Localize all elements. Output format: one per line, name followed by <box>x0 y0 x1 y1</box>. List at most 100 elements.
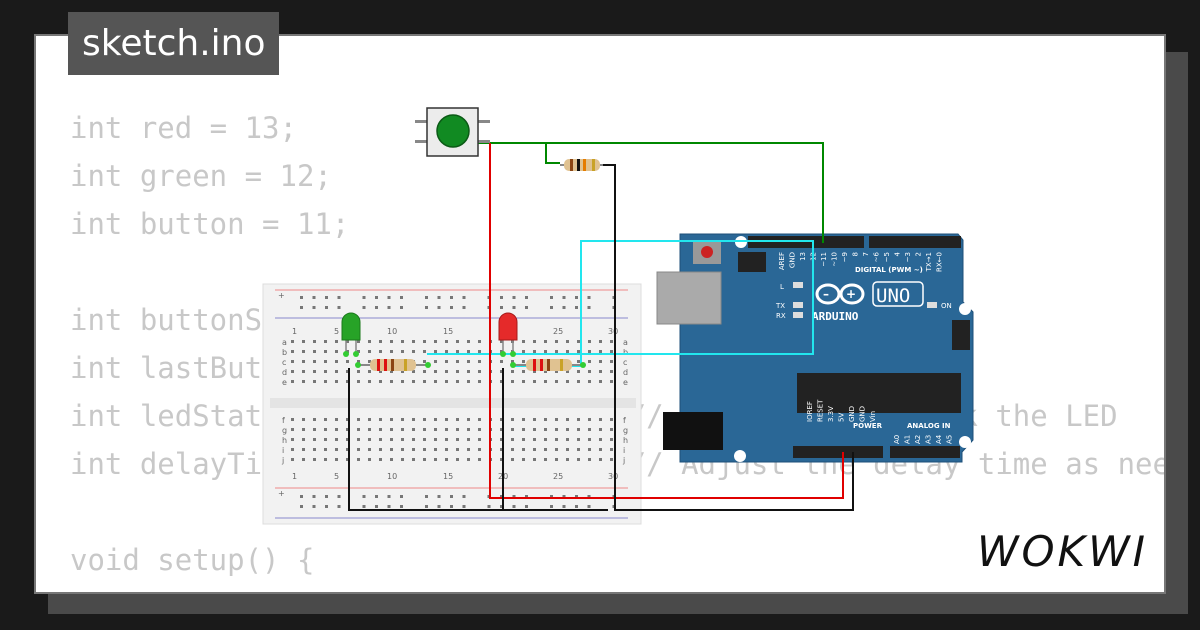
pin-label: ~11 <box>820 252 828 267</box>
row-label-right: e <box>623 378 628 387</box>
breadboard-hole <box>467 458 470 461</box>
breadboard-hole <box>500 448 503 451</box>
breadboard-hole <box>390 458 393 461</box>
breadboard-hole <box>487 505 491 508</box>
breadboard-hole <box>437 296 441 299</box>
breadboard-hole <box>379 370 382 373</box>
breadboard-hole <box>522 380 525 383</box>
breadboard-hole <box>533 370 536 373</box>
breadboard-hole <box>588 380 591 383</box>
breadboard-hole <box>302 340 305 343</box>
analog-label: ANALOG IN <box>907 422 951 430</box>
breadboard-hole <box>434 458 437 461</box>
breadboard-hole <box>456 360 459 363</box>
button-cap[interactable] <box>436 114 470 148</box>
on-label: ON <box>941 302 952 310</box>
breadboard-hole <box>610 438 613 441</box>
arduino-uno-board[interactable]: – + UNO ARDUINO DIGITAL (PWM ~) POWER AN… <box>656 233 974 463</box>
breadboard-hole <box>500 340 503 343</box>
breadboard-hole <box>412 370 415 373</box>
pin-label: ~5 <box>883 252 891 262</box>
breadboard-hole <box>379 438 382 441</box>
breadboard-hole <box>450 296 453 299</box>
breadboard-hole <box>610 360 613 363</box>
breadboard-hole <box>357 418 360 421</box>
rail-plus-symbol: + <box>278 291 285 300</box>
breadboard-hole <box>544 380 547 383</box>
breadboard-hole <box>434 438 437 441</box>
breadboard-hole <box>588 438 591 441</box>
breadboard-hole <box>368 370 371 373</box>
breadboard-hole <box>522 370 525 373</box>
breadboard-hole <box>575 306 578 309</box>
breadboard-hole <box>577 370 580 373</box>
wire-black-green-led[interactable] <box>348 368 608 511</box>
breadboard-hole <box>423 418 426 421</box>
breadboard-hole <box>335 438 338 441</box>
breadboard-hole <box>544 370 547 373</box>
breadboard-hole <box>599 428 602 431</box>
breadboard-hole <box>544 418 547 421</box>
breadboard-hole <box>562 495 566 498</box>
breadboard-hole <box>533 418 536 421</box>
breadboard-hole <box>434 418 437 421</box>
pin-label: A3 <box>925 435 933 444</box>
breadboard-hole <box>566 448 569 451</box>
breadboard-hole <box>346 428 349 431</box>
breadboard-hole <box>387 505 391 508</box>
breadboard-hole <box>577 428 580 431</box>
wire-green-resistor[interactable] <box>545 143 560 164</box>
breadboard-hole <box>478 448 481 451</box>
breadboard-hole <box>544 340 547 343</box>
pushbutton[interactable] <box>415 107 490 157</box>
breadboard-hole <box>400 495 403 498</box>
breadboard-hole <box>478 350 481 353</box>
breadboard-hole <box>456 428 459 431</box>
breadboard-hole <box>390 370 393 373</box>
breadboard-hole <box>337 495 341 498</box>
wire-green[interactable] <box>477 142 824 243</box>
breadboard-hole <box>346 340 349 343</box>
col-label: 25 <box>553 327 563 336</box>
breadboard-hole <box>423 370 426 373</box>
row-label-right: g <box>623 426 628 435</box>
wire-black-gnd[interactable] <box>603 164 854 511</box>
code-line: int button = 11; <box>70 207 350 241</box>
row-label-right: j <box>622 456 625 465</box>
analog-header <box>890 446 960 458</box>
breadboard-hole <box>599 340 602 343</box>
breadboard-hole <box>577 448 580 451</box>
code-line: void setup() { <box>70 543 315 577</box>
pin-label: A4 <box>935 434 943 444</box>
breadboard-hole <box>610 370 613 373</box>
breadboard-hole <box>302 458 305 461</box>
reset-button-cap[interactable] <box>701 246 713 258</box>
breadboard-hole <box>599 370 602 373</box>
breadboard-hole <box>599 448 602 451</box>
breadboard-hole <box>412 340 415 343</box>
breadboard-hole <box>599 380 602 383</box>
breadboard-hole <box>555 418 558 421</box>
breadboard-hole <box>324 340 327 343</box>
mounting-hole <box>959 303 971 315</box>
col-label-bottom: 1 <box>292 472 297 481</box>
breadboard-hole <box>412 418 415 421</box>
col-label-bottom: 25 <box>553 472 563 481</box>
breadboard-hole <box>555 458 558 461</box>
resistor-red-led <box>513 359 583 371</box>
breadboard-hole <box>456 380 459 383</box>
breadboard-hole <box>533 380 536 383</box>
row-label: g <box>282 426 287 435</box>
breadboard-hole <box>313 360 316 363</box>
breadboard-hole <box>335 458 338 461</box>
breadboard-hole <box>555 350 558 353</box>
breadboard-hole <box>478 340 481 343</box>
breadboard-hole <box>500 360 503 363</box>
breadboard-hole <box>437 505 441 508</box>
breadboard-hole <box>511 418 514 421</box>
breadboard-hole <box>467 428 470 431</box>
breadboard-hole <box>456 350 459 353</box>
breadboard-hole <box>522 360 525 363</box>
wire-red-5v[interactable] <box>489 143 844 499</box>
